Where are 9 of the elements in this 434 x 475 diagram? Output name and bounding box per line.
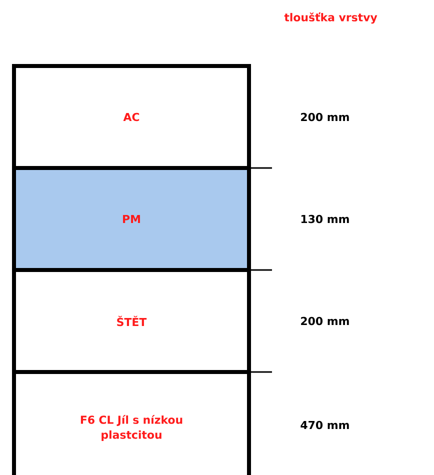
column-heading: tloušťka vrstvy — [284, 12, 378, 24]
layer-box: F6 CL Jíl s nízkou plastcitou — [12, 370, 251, 475]
thickness-label: 200 mm — [301, 316, 349, 326]
layer-box: ŠTĚT — [12, 268, 251, 374]
thickness-label: 470 mm — [300, 420, 349, 430]
thickness-label: 130 mm — [301, 214, 349, 224]
layer-box: AC — [12, 64, 251, 170]
layer-box: PM — [12, 166, 251, 272]
thickness-label: 200 mm — [301, 112, 349, 122]
